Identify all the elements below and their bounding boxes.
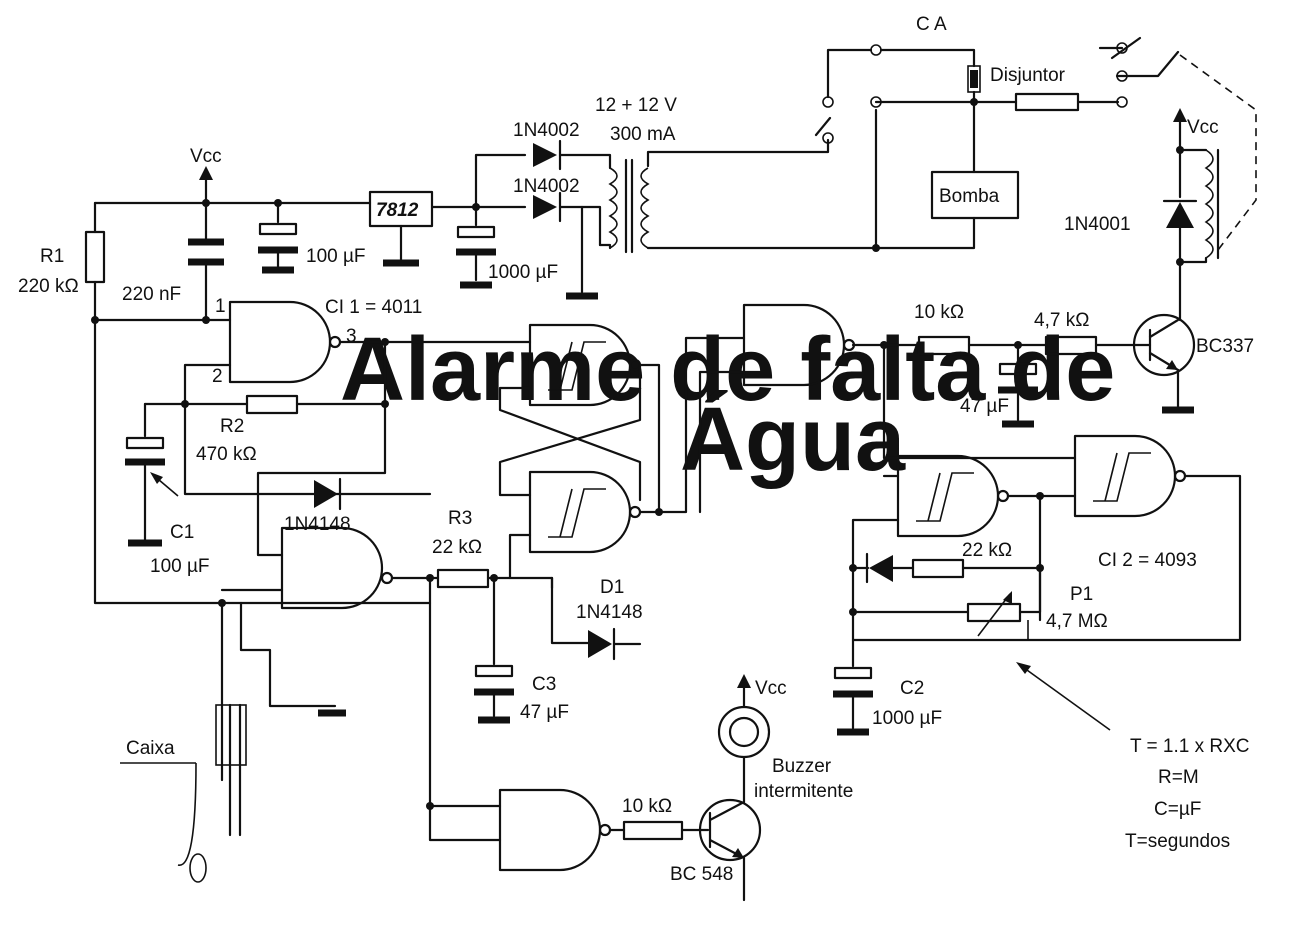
schmitt-gate-ci2-a [896,454,1000,538]
buzzer-symbol [717,705,771,759]
ca-label: C A [916,14,947,35]
transformer-voltage-label: 12 + 12 V [595,95,677,116]
bomba-label: Bomba [939,186,1000,207]
pin3-label: 3 [346,326,357,347]
nand-gate-ci1-a [228,300,332,384]
ci2-label: CI 2 = 4093 [1098,550,1197,571]
mains-pump-section: C A Disjuntor Bomba [814,14,1257,251]
caixa-label: Caixa [126,738,175,759]
regulator-label: 7812 [376,200,419,221]
c-100uf-label: 100 µF [306,246,366,267]
vcc-label-buzzer: Vcc [755,678,787,699]
ci1-label: CI 1 = 4011 [325,297,422,318]
buzzer-driver: 10 kΩ BC 548 Vcc Buzzer intermitente [498,674,853,902]
bc548-label: BC 548 [670,864,733,885]
p1-label: P1 [1070,584,1093,605]
diode-1n4002-a-label: 1N4002 [513,120,580,141]
formula-line-1: T = 1.1 x RXC [1130,736,1250,757]
schmitt-gate-ci2-b [1073,434,1177,518]
relay-driver: Vcc 1N4001 BC337 4,7 kΩ 47 µF 10 kΩ [851,108,1254,428]
schmitt-gate-middle-bottom [528,470,632,554]
c1-label: C1 [170,522,194,543]
r-22k-right-label: 22 kΩ [962,540,1012,561]
flip-flop [383,303,856,580]
r3-value: 22 kΩ [432,537,482,558]
ci1-gates: 1 2 3 CI 1 = 4011 R1 220 kΩ 220 nF R2 47… [18,201,643,883]
bc337-label: BC337 [1196,336,1254,357]
r1-value: 220 kΩ [18,276,79,297]
formula-line-4: T=segundos [1125,831,1230,852]
p1-value: 4,7 MΩ [1046,611,1108,632]
vcc-label-left: Vcc [190,146,222,167]
formula-line-2: R=M [1158,767,1199,788]
r-10k-bottom-label: 10 kΩ [622,796,672,817]
r2-label: R2 [220,416,244,437]
formula-line-3: C=µF [1154,799,1201,820]
transformer-current-label: 300 mA [610,124,676,145]
c2-label: C2 [900,678,924,699]
c-220nf-label: 220 nF [122,284,181,305]
c-1000uf-label: 1000 µF [488,262,558,283]
ci2-oscillator: CI 2 = 4093 22 kΩ P1 4,7 MΩ C2 1000 µF [833,343,1242,736]
c3-value: 47 µF [520,702,569,723]
pin2-label: 2 [212,366,223,387]
d1-label: D1 [600,577,624,598]
nand-gate-buzzer [498,788,602,872]
timing-formula: T = 1.1 x RXC R=M C=µF T=segundos [1125,736,1250,852]
disjuntor-label: Disjuntor [990,65,1066,86]
r-4k7-label: 4,7 kΩ [1034,310,1089,331]
background-title-1: Alarme de falta de [340,320,1115,420]
power-supply: Vcc 7812 100 µF 1000 µF 1N4002 1N4002 [93,95,880,300]
r-10k-top-label: 10 kΩ [914,302,964,323]
c3-label: C3 [532,674,556,695]
r2-value: 470 kΩ [196,444,257,465]
c1-value: 100 µF [150,556,210,577]
r1-label: R1 [40,246,64,267]
buzzer-sub-label: intermitente [754,781,853,802]
c2-value: 1000 µF [872,708,942,729]
diode-1n4002-b-label: 1N4002 [513,176,580,197]
c-47uf-right-label: 47 µF [960,396,1009,417]
r3-label: R3 [448,508,472,529]
diode-1n4148-a-label: 1N4148 [284,514,351,535]
buzzer-label: Buzzer [772,756,832,777]
vcc-label-relay: Vcc [1187,117,1219,138]
diode-1n4148-b-label: 1N4148 [576,602,643,623]
diode-1n4001-label: 1N4001 [1064,214,1131,235]
pin1-label: 1 [215,296,226,317]
nand-gate-ci1-b [280,526,384,610]
background-title-2: Água [680,389,906,490]
